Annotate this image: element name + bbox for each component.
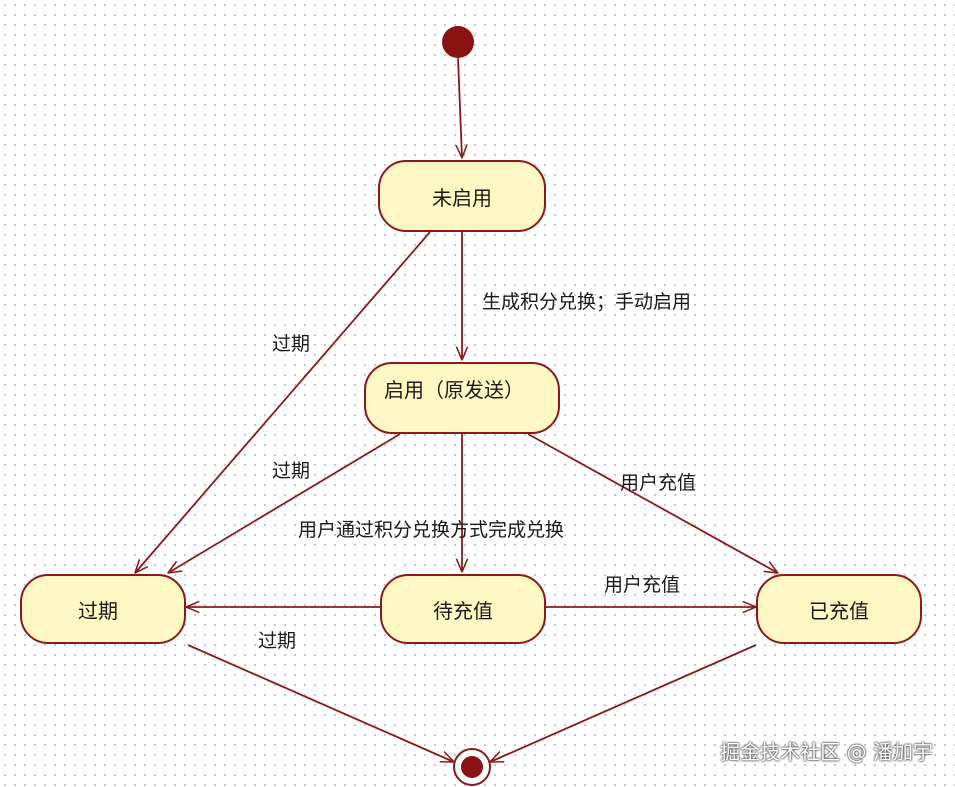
watermark: 掘金技术社区 @ 潘加宇 (720, 740, 933, 764)
arrow-initial-to-not-enabled (458, 57, 462, 158)
label-pending-via-redeem: 用户通过积分兑换方式完成兑换 (298, 519, 565, 541)
label-user-recharge-from-pending: 用户充值 (604, 574, 681, 596)
state-recharged: 已充值 (756, 574, 922, 644)
arrow-not-enabled-to-expired (135, 231, 431, 573)
initial-node (442, 26, 474, 58)
state-enabled: 启用（原发送） (364, 362, 560, 434)
arrow-enabled-to-recharged (527, 433, 778, 573)
label-generate-enable: 生成积分兑换；手动启用 (482, 291, 692, 313)
label-expire-from-not-enabled: 过期 (272, 333, 311, 355)
state-pending: 待充值 (380, 574, 546, 644)
label-user-recharge-from-enabled: 用户充值 (620, 472, 697, 494)
arrow-recharged-to-final (490, 644, 757, 763)
state-not-enabled: 未启用 (378, 160, 546, 232)
arrow-expired-to-final (187, 644, 454, 763)
arrow-enabled-to-expired (168, 433, 401, 573)
final-node (453, 748, 491, 786)
state-expired: 过期 (20, 574, 186, 644)
label-expire-from-enabled: 过期 (272, 460, 311, 482)
label-expire-from-pending: 过期 (258, 630, 297, 652)
